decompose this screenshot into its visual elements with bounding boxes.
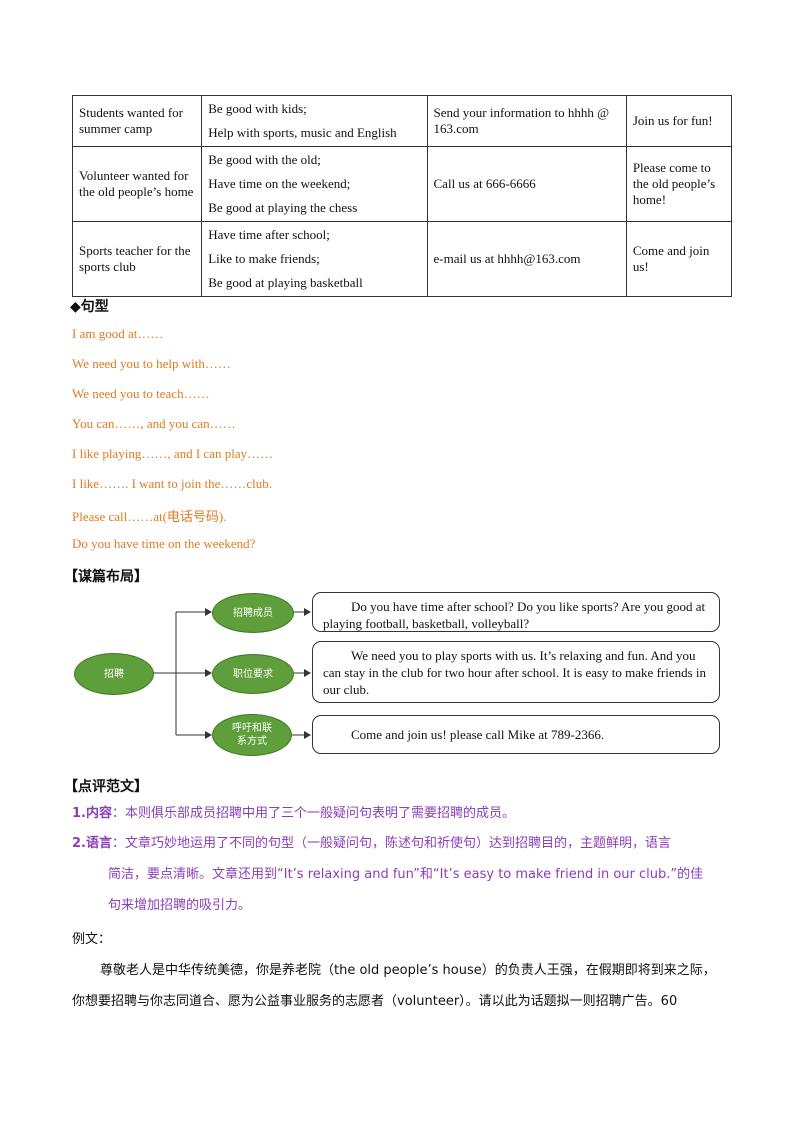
example-line: 你想要招聘与你志同道合、愿为公益事业服务的志愿者（volunteer）。请以此为…: [72, 994, 678, 1009]
requirement-line: Be good with the old;: [208, 152, 321, 167]
requirement-line: Be good with kids;: [208, 101, 307, 116]
requirement-line: Be good at playing the chess: [208, 200, 358, 215]
table-row: Sports teacher for the sports club Have …: [71, 221, 733, 297]
pattern-line: Please call……at(电话号码).: [72, 509, 227, 524]
ad-slogan-cell: Please come to the old people’s home!: [625, 146, 733, 222]
ad-requirements-cell: Be good with kids; Help with sports, mus…: [201, 95, 428, 147]
pattern-line: We need you to help with……: [72, 356, 231, 371]
branch-oval-contact: 呼吁和联系方式: [212, 714, 292, 756]
ad-title-cell: Students wanted for summer camp: [71, 95, 203, 147]
requirement-line: Have time on the weekend;: [208, 176, 351, 191]
pattern-line: Do you have time on the weekend?: [72, 536, 256, 551]
pattern-line: We need you to teach……: [72, 386, 210, 401]
example-line: 尊敬老人是中华传统美德，你是养老院（the old people’s house…: [100, 963, 716, 978]
review-language-label: 2.语言: [72, 836, 112, 851]
branch-oval-members: 招聘成员: [212, 593, 294, 633]
branch-text-box: We need you to play sports with us. It’s…: [312, 641, 720, 703]
review-content-label: 1.内容: [72, 806, 112, 821]
pattern-line: I like……. I want to join the……club.: [72, 476, 273, 491]
review-content-text: ：本则俱乐部成员招聘中用了三个一般疑问句表明了需要招聘的成员。: [111, 806, 515, 821]
review-language-line: 句来增加招聘的吸引力。: [108, 898, 252, 913]
branch-oval-requirements: 职位要求: [212, 654, 294, 694]
ad-contact-cell: Call us at 666-6666: [426, 146, 627, 222]
patterns-heading: ◆句型: [70, 299, 109, 315]
requirement-line: Have time after school;: [208, 227, 330, 242]
ad-title-cell: Volunteer wanted for the old people’s ho…: [71, 146, 203, 222]
review-language-line: 简洁，要点清晰。文章还用到“It’s relaxing and fun”和“It…: [108, 867, 704, 882]
ad-title-cell: Sports teacher for the sports club: [71, 221, 203, 297]
pattern-line: I am good at……: [72, 326, 164, 341]
diagram-connectors: [152, 608, 311, 739]
table-row: Volunteer wanted for the old people’s ho…: [71, 146, 733, 222]
requirement-line: Help with sports, music and English: [208, 125, 397, 140]
review-heading: 【点评范文】: [64, 779, 148, 795]
ad-slogan-cell: Come and join us!: [625, 221, 733, 297]
branch-text-box: Do you have time after school? Do you li…: [312, 592, 720, 632]
review-language: 2.语言：文章巧妙地运用了不同的句型（一般疑问句，陈述句和祈使句）达到招聘目的，…: [72, 835, 671, 853]
ad-contact-cell: e-mail us at hhhh@163.com: [426, 221, 627, 297]
example-heading: 例文：: [72, 932, 112, 947]
review-language-line: ：文章巧妙地运用了不同的句型（一般疑问句，陈述句和祈使句）达到招聘目的，主题鲜明…: [111, 836, 671, 851]
table-row: Students wanted for summer camp Be good …: [71, 95, 733, 147]
ad-slogan-cell: Join us for fun!: [625, 95, 733, 147]
root-oval: 招聘: [74, 653, 154, 695]
requirement-line: Like to make friends;: [208, 251, 320, 266]
pattern-line: You can……, and you can……: [72, 416, 236, 431]
ad-contact-cell: Send your information to hhhh @ 163.com: [426, 95, 627, 147]
requirement-line: Be good at playing basketball: [208, 275, 363, 290]
layout-heading: 【谋篇布局】: [64, 569, 148, 585]
ad-requirements-cell: Be good with the old; Have time on the w…: [201, 146, 428, 222]
pattern-line: I like playing……, and I can play……: [72, 446, 274, 461]
branch-text-box: Come and join us! please call Mike at 78…: [312, 715, 720, 754]
review-content: 1.内容：本则俱乐部成员招聘中用了三个一般疑问句表明了需要招聘的成员。: [72, 805, 515, 823]
ad-requirements-cell: Have time after school; Like to make fri…: [201, 221, 428, 297]
ads-table: Students wanted for summer camp Be good …: [71, 95, 733, 297]
layout-diagram: 招聘 招聘成员 职位要求 呼吁和联系方式 Do you have time af…: [72, 585, 732, 770]
